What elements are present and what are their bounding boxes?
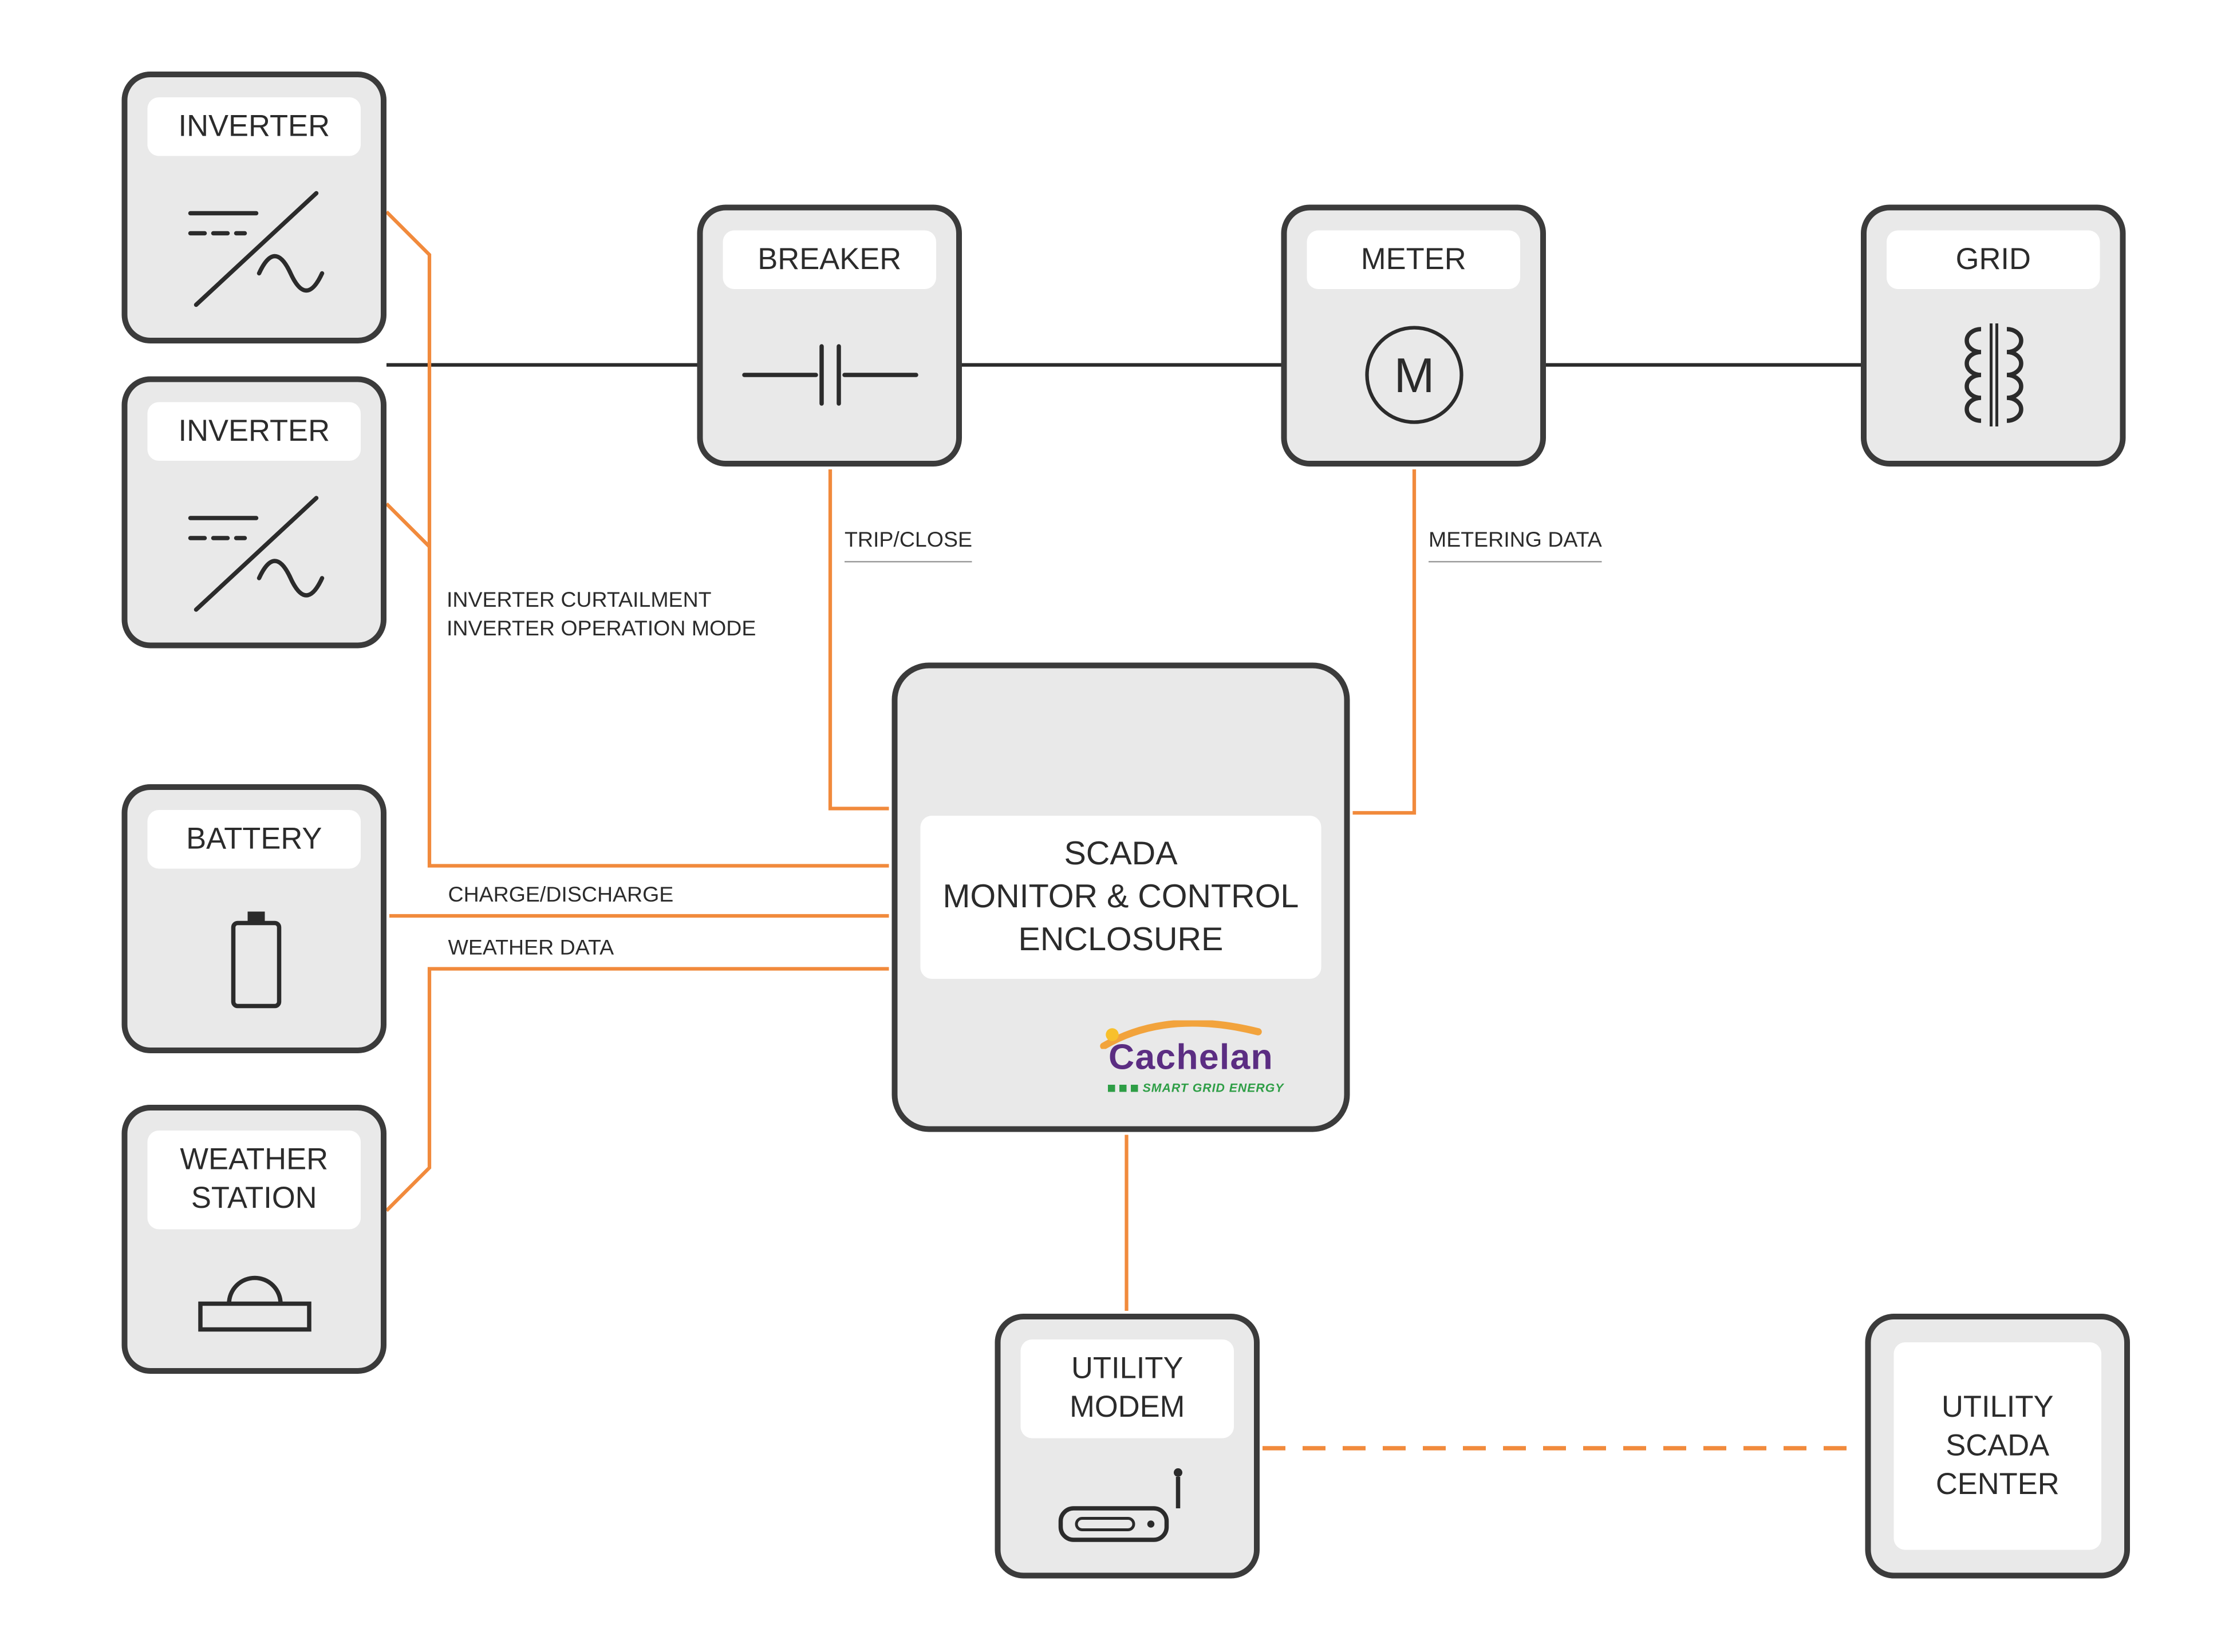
weather-station-icon: [128, 1228, 381, 1368]
node-breaker: BREAKER: [697, 204, 962, 467]
logo-tagline: SMART GRID ENERGY: [1108, 1081, 1284, 1095]
edge-label-inverter-control: INVERTER CURTAILMENT INVERTER OPERATION …: [447, 588, 756, 641]
edge-breaker-scada: [828, 469, 889, 811]
node-meter: METER M: [1281, 204, 1546, 467]
node-scada-enclosure: SCADA MONITOR & CONTROL ENCLOSURE Cachel…: [891, 662, 1350, 1132]
meter-label: METER: [1307, 230, 1520, 290]
weather-station-label: WEATHER STATION: [147, 1131, 361, 1229]
transformer-icon: [1867, 290, 2120, 461]
grid-label: GRID: [1887, 230, 2100, 290]
logo-swoosh-icon: [1100, 1020, 1262, 1049]
utility-modem-label: UTILITY MODEM: [1020, 1339, 1234, 1438]
node-weather-station: WEATHER STATION: [121, 1105, 386, 1374]
node-utility-scada-center: UTILITY SCADA CENTER: [1865, 1314, 2130, 1579]
node-inverter-2: INVERTER: [121, 376, 386, 649]
edge-label-trip-close: TRIP/CLOSE: [845, 527, 972, 562]
edge-weather-scada: [385, 967, 889, 1212]
utility-scada-center-label: UTILITY SCADA CENTER: [1893, 1342, 2101, 1550]
edge-label-metering-data: METERING DATA: [1429, 527, 1602, 562]
tagline-bar-icon: [1119, 1084, 1127, 1092]
edge-label-weather-data: WEATHER DATA: [448, 936, 614, 961]
logo-brand-text: Cachelan: [1108, 1037, 1273, 1078]
inverter-1-label: INVERTER: [147, 97, 361, 157]
logo-tagline-text: SMART GRID ENERGY: [1142, 1080, 1284, 1095]
edge-label-charge-discharge: CHARGE/DISCHARGE: [448, 883, 674, 908]
meter-icon: M: [1287, 290, 1541, 461]
node-grid: GRID: [1861, 204, 2126, 467]
tagline-bar-icon: [1131, 1084, 1139, 1092]
meter-dial-letter: M: [1393, 349, 1434, 403]
node-inverter-1: INVERTER: [121, 72, 386, 343]
node-battery: BATTERY: [121, 784, 386, 1053]
breaker-label: BREAKER: [723, 230, 936, 290]
breaker-icon: [703, 290, 957, 461]
battery-icon: [128, 869, 381, 1048]
edge-inverter2-scada: [385, 502, 431, 548]
tagline-bar-icon: [1108, 1084, 1116, 1092]
node-utility-modem: UTILITY MODEM: [995, 1314, 1260, 1579]
battery-label: BATTERY: [147, 810, 361, 870]
cachelan-logo: Cachelan SMART GRID ENERGY: [1090, 1020, 1293, 1106]
edge-inverter1-scada: [385, 210, 889, 868]
edge-meter-scada: [1352, 469, 1417, 815]
modem-icon: [1001, 1437, 1254, 1572]
inverter-icon: [128, 461, 381, 643]
inverter-2-label: INVERTER: [147, 402, 361, 461]
scada-enclosure-label: SCADA MONITOR & CONTROL ENCLOSURE: [920, 816, 1321, 979]
inverter-icon: [128, 156, 381, 338]
